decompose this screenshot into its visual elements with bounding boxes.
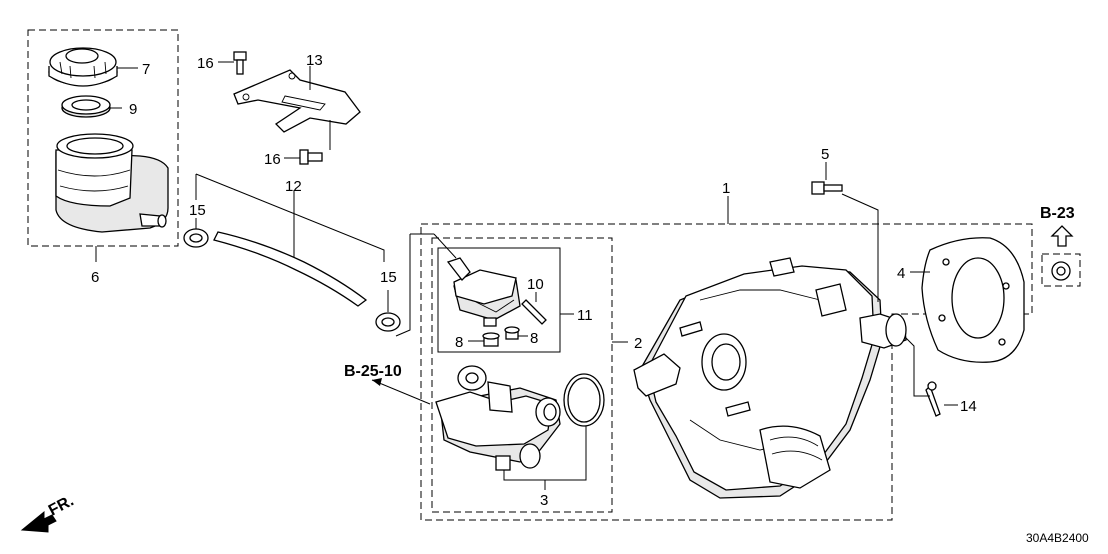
gasket-4 <box>921 237 1025 363</box>
reservoir-tank <box>55 133 169 233</box>
callout-12: 12 <box>285 178 302 195</box>
assembly-1-box <box>420 196 1033 521</box>
clip-15-left <box>183 228 209 248</box>
callout-7: 7 <box>142 61 150 78</box>
bolt-5 <box>811 181 843 195</box>
hose-12 <box>213 231 368 307</box>
callout-9: 9 <box>129 101 137 118</box>
ref-b2510: B-25-10 <box>344 363 402 380</box>
o-ring <box>563 373 605 427</box>
callout-10: 10 <box>527 276 544 293</box>
pin-10 <box>521 299 547 325</box>
master-cylinder-3 <box>435 365 561 471</box>
clip-pin-14 <box>925 381 941 417</box>
reservoir-cap-7 <box>48 47 118 87</box>
front-direction-arrow <box>20 510 57 533</box>
grommet-8b <box>504 326 520 340</box>
callout-8a: 8 <box>455 334 463 351</box>
callout-1: 1 <box>722 180 730 197</box>
seal-9 <box>61 95 111 118</box>
callout-16a: 16 <box>197 55 214 72</box>
callout-8b: 8 <box>530 330 538 347</box>
callout-15a: 15 <box>189 202 206 219</box>
hose-group <box>183 173 401 332</box>
reservoir-group <box>27 29 179 262</box>
ref-b23: B-23 <box>1040 205 1075 222</box>
callout-14: 14 <box>960 398 977 415</box>
bracket-13 <box>233 69 361 133</box>
sub-reservoir-11 <box>446 257 521 327</box>
clip-15-right <box>375 312 401 332</box>
bolt-16-bottom <box>299 149 323 165</box>
callout-6: 6 <box>91 269 99 286</box>
callout-15b: 15 <box>380 269 397 286</box>
callout-3: 3 <box>540 492 548 509</box>
master-cylinder-box-2 <box>395 233 628 513</box>
brake-booster <box>633 257 907 499</box>
callout-4: 4 <box>897 265 905 282</box>
diagram-code: 30A4B2400 <box>1026 531 1089 545</box>
callout-2: 2 <box>634 335 642 352</box>
b23-reference <box>1041 225 1081 287</box>
callout-16b: 16 <box>264 151 281 168</box>
grommet-8a <box>482 332 500 347</box>
bolt-16-top <box>233 51 247 75</box>
bracket-group <box>218 51 361 165</box>
callout-11: 11 <box>577 307 593 324</box>
callout-5: 5 <box>821 146 829 163</box>
callout-13: 13 <box>306 52 323 69</box>
reservoir-group-box <box>27 29 179 247</box>
